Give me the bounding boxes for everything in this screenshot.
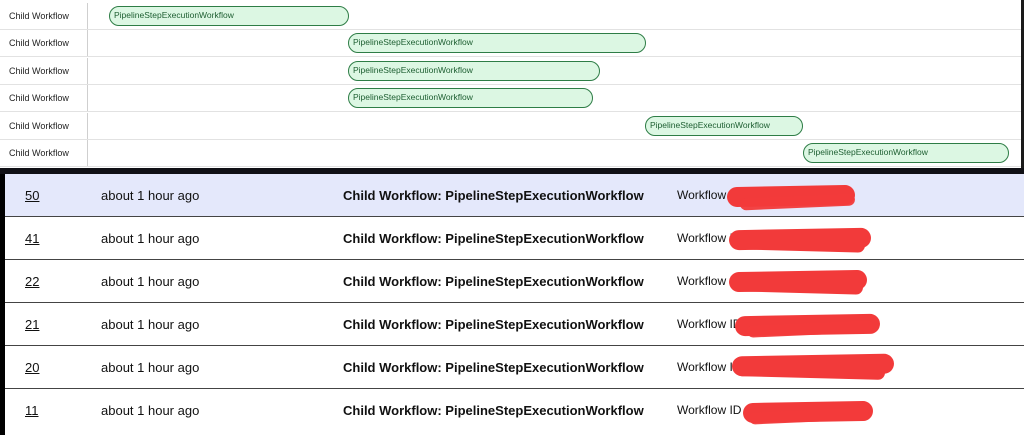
- event-id-link[interactable]: 41: [25, 231, 40, 246]
- event-detail: Workflow ID: [677, 274, 742, 288]
- timeline-bar[interactable]: PipelineStepExecutionWorkflow: [645, 116, 803, 136]
- redaction-mark: [734, 362, 886, 380]
- event-type: Child Workflow: PipelineStepExecutionWor…: [343, 360, 644, 375]
- timeline-row: Child Workflow PipelineStepExecutionWork…: [0, 30, 1024, 57]
- event-detail: Workflow ID: [677, 403, 742, 417]
- timeline-row-label: Child Workflow: [0, 140, 88, 166]
- timeline-bar[interactable]: PipelineStepExecutionWorkflow: [803, 143, 1009, 163]
- event-detail: Workflow ID: [677, 317, 742, 331]
- scrollbar[interactable]: [1021, 0, 1024, 168]
- event-time: about 1 hour ago: [101, 231, 200, 246]
- timeline-row-label: Child Workflow: [0, 85, 88, 111]
- event-detail: Workflow ID: [677, 188, 742, 202]
- table-row[interactable]: 11 about 1 hour ago Child Workflow: Pipe…: [5, 389, 1024, 432]
- event-time: about 1 hour ago: [101, 274, 200, 289]
- event-id-link[interactable]: 50: [25, 188, 40, 203]
- event-id-link[interactable]: 20: [25, 360, 40, 375]
- event-type: Child Workflow: PipelineStepExecutionWor…: [343, 274, 644, 289]
- timeline-row: Child Workflow PipelineStepExecutionWork…: [0, 58, 1024, 85]
- table-row[interactable]: 21 about 1 hour ago Child Workflow: Pipe…: [5, 303, 1024, 346]
- event-time: about 1 hour ago: [101, 188, 200, 203]
- event-time: about 1 hour ago: [101, 403, 200, 418]
- timeline-row-label: Child Workflow: [0, 3, 88, 29]
- table-row[interactable]: 20 about 1 hour ago Child Workflow: Pipe…: [5, 346, 1024, 389]
- timeline-bar[interactable]: PipelineStepExecutionWorkflow: [348, 61, 600, 81]
- timeline-bar[interactable]: PipelineStepExecutionWorkflow: [348, 88, 593, 108]
- redaction-mark: [736, 235, 866, 253]
- event-id-link[interactable]: 22: [25, 274, 40, 289]
- redaction-mark: [734, 277, 864, 295]
- timeline-bar[interactable]: PipelineStepExecutionWorkflow: [109, 6, 349, 26]
- event-detail: Workflow ID: [677, 231, 742, 245]
- table-row[interactable]: 41 about 1 hour ago Child Workflow: Pipe…: [5, 217, 1024, 260]
- table-row[interactable]: 50 about 1 hour ago Child Workflow: Pipe…: [5, 174, 1024, 217]
- timeline-row: Child Workflow PipelineStepExecutionWork…: [0, 113, 1024, 140]
- event-type: Child Workflow: PipelineStepExecutionWor…: [343, 317, 644, 332]
- timeline-bar[interactable]: PipelineStepExecutionWorkflow: [348, 33, 646, 53]
- timeline-chart: Child Workflow PipelineStepExecutionWork…: [0, 0, 1024, 168]
- event-detail: Workflow ID: [677, 360, 742, 374]
- event-id-link[interactable]: 11: [25, 403, 39, 418]
- timeline-row-label: Child Workflow: [0, 58, 88, 84]
- timeline-row-label: Child Workflow: [0, 30, 88, 56]
- divider: [0, 168, 1024, 174]
- timeline-row: Child Workflow PipelineStepExecutionWork…: [0, 140, 1024, 167]
- event-type: Child Workflow: PipelineStepExecutionWor…: [343, 188, 644, 203]
- event-type: Child Workflow: PipelineStepExecutionWor…: [343, 231, 644, 246]
- timeline-row: Child Workflow PipelineStepExecutionWork…: [0, 3, 1024, 30]
- event-type: Child Workflow: PipelineStepExecutionWor…: [343, 403, 644, 418]
- timeline-row: Child Workflow PipelineStepExecutionWork…: [0, 85, 1024, 112]
- event-time: about 1 hour ago: [101, 317, 200, 332]
- event-id-link[interactable]: 21: [25, 317, 40, 332]
- event-history-table: 50 about 1 hour ago Child Workflow: Pipe…: [5, 174, 1024, 435]
- timeline-row-label: Child Workflow: [0, 113, 88, 139]
- event-time: about 1 hour ago: [101, 360, 200, 375]
- table-row[interactable]: 22 about 1 hour ago Child Workflow: Pipe…: [5, 260, 1024, 303]
